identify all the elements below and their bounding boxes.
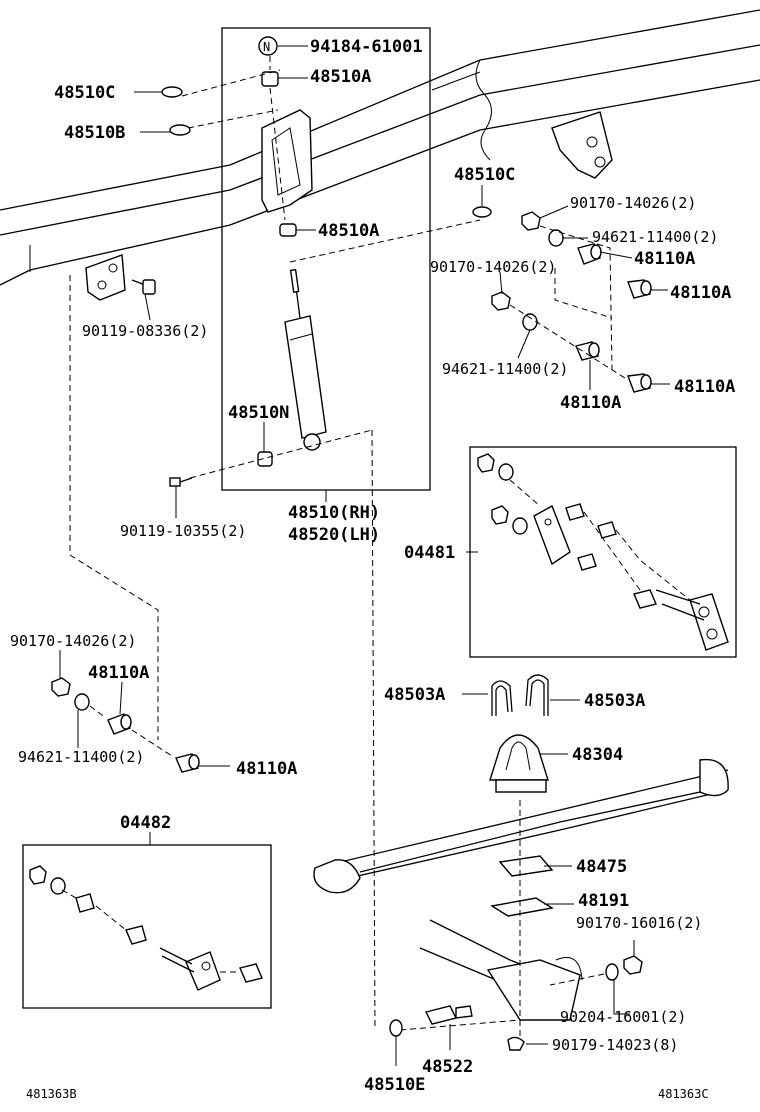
plate-48475 <box>498 855 554 877</box>
bushing-48510a-mid <box>279 223 297 237</box>
nut-90170-left <box>51 677 71 697</box>
shock-upper-bracket <box>261 109 313 213</box>
label-04482: 04482 <box>120 813 171 833</box>
label-48510e: 48510E <box>364 1075 425 1095</box>
label-48110a-l2: 48110A <box>236 759 297 779</box>
spring-seat-48304 <box>489 734 549 793</box>
label-90119-08336: 90119-08336(2) <box>82 322 208 340</box>
label-48191: 48191 <box>578 891 629 911</box>
label-48510a-mid: 48510A <box>318 221 379 241</box>
label-90170-14026-r1: 90170-14026(2) <box>570 194 696 212</box>
washer-48510c-right <box>472 206 492 218</box>
washer-48510b <box>169 124 191 136</box>
washer-94621-left <box>74 693 90 711</box>
bolt-90119-10355 <box>169 477 193 487</box>
label-90179-14023: 90179-14023(8) <box>552 1036 678 1054</box>
label-90204-16001: 90204-16001(2) <box>560 1008 686 1026</box>
frame-bracket-left <box>85 254 126 301</box>
washer-48510e <box>389 1019 403 1037</box>
leader-lines <box>59 45 670 1066</box>
washer-94621-lower <box>522 313 538 331</box>
nut-90170-16016 <box>623 955 643 975</box>
bolt-48110a-l1 <box>107 713 132 735</box>
drawing-code-left: 481363B <box>26 1087 77 1101</box>
label-48110a-r1: 48110A <box>634 249 695 269</box>
drawing-code-right: 481363C <box>658 1087 709 1101</box>
label-48510c-left: 48510C <box>54 83 115 103</box>
kit-04481-parts <box>477 453 729 651</box>
label-94621-11400-r1: 94621-11400(2) <box>592 228 718 246</box>
label-48304: 48304 <box>572 745 623 765</box>
bolt-90119-08336 <box>131 279 156 295</box>
label-94621-11400-l: 94621-11400(2) <box>18 748 144 766</box>
bushing-48510a-top <box>261 71 279 87</box>
label-48110a-r4: 48110A <box>560 393 621 413</box>
nut-90170-lower-right <box>491 291 511 311</box>
bolt-48110a-r3 <box>575 341 600 361</box>
label-48110a-l1: 48110A <box>88 663 149 683</box>
washer-90204-16001 <box>605 963 619 981</box>
label-04481: 04481 <box>404 543 455 563</box>
u-bolt-48503a-right <box>525 674 549 716</box>
label-48110a-r3: 48110A <box>674 377 735 397</box>
leaf-spring <box>313 758 729 894</box>
nut-90170-upper-right <box>521 211 541 231</box>
label-48510a-top: 48510A <box>310 67 371 87</box>
plate-48191 <box>490 897 554 917</box>
kit-04482-parts <box>29 865 263 991</box>
bolt-48110a-r4 <box>627 373 652 393</box>
label-48503a-left: 48503A <box>384 685 445 705</box>
n-symbol: N <box>263 40 270 54</box>
label-94621-11400-r2: 94621-11400(2) <box>442 360 568 378</box>
label-48475: 48475 <box>576 857 627 877</box>
nut-94184: N <box>258 36 278 56</box>
label-90170-14026-r2: 90170-14026(2) <box>430 258 556 276</box>
label-48510-rh: 48510(RH) <box>288 503 380 523</box>
label-90170-16016: 90170-16016(2) <box>576 914 702 932</box>
label-48522: 48522 <box>422 1057 473 1077</box>
stud-48522 <box>424 1005 473 1025</box>
frame-rail <box>0 9 760 286</box>
kit-04482-box <box>22 844 272 1009</box>
u-bolt-48503a-left <box>491 680 513 716</box>
nut-90179-14023 <box>507 1036 525 1051</box>
label-48510c-right: 48510C <box>454 165 515 185</box>
label-48503a-right: 48503A <box>584 691 645 711</box>
shock-absorber <box>284 268 327 451</box>
bolt-48110a-r2 <box>627 279 652 299</box>
bushing-48510n <box>257 451 273 467</box>
label-48510n: 48510N <box>228 403 289 423</box>
label-94184-61001: 94184-61001 <box>310 37 423 57</box>
bolt-48110a-r1 <box>577 243 602 265</box>
label-90119-10355: 90119-10355(2) <box>120 522 246 540</box>
bolt-48110a-l2 <box>175 753 200 773</box>
label-48110a-r2: 48110A <box>670 283 731 303</box>
axle-housing <box>419 919 583 1021</box>
label-48520-lh: 48520(LH) <box>288 525 380 545</box>
label-90170-14026-l: 90170-14026(2) <box>10 632 136 650</box>
label-48510b: 48510B <box>64 123 125 143</box>
washer-48510c-left <box>161 86 183 98</box>
frame-bracket-right <box>551 111 613 179</box>
